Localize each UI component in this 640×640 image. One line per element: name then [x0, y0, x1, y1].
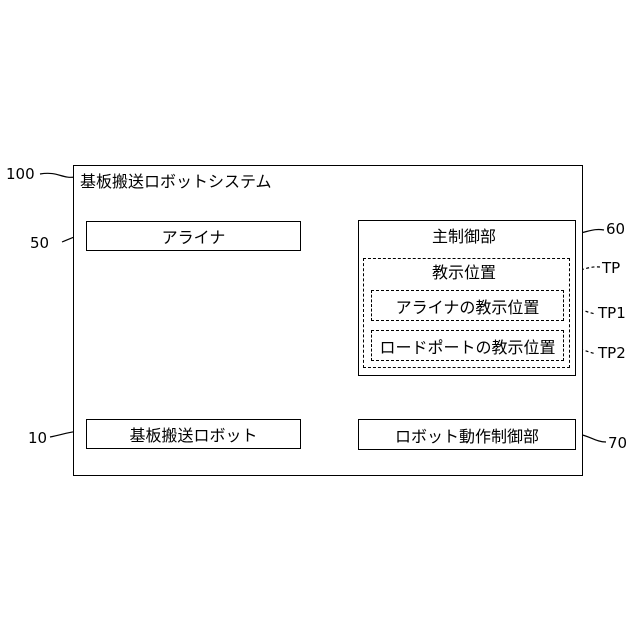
- robot-block: 基板搬送ロボット: [86, 419, 301, 449]
- aligner-teaching-block: アライナの教示位置: [371, 290, 564, 321]
- ref-tp1: TP1: [598, 306, 626, 321]
- robot-controller-label: ロボット動作制御部: [395, 423, 539, 447]
- loadport-teaching-block: ロードポートの教示位置: [371, 330, 564, 361]
- loadport-teaching-label: ロードポートの教示位置: [379, 334, 555, 358]
- robot-controller-block: ロボット動作制御部: [358, 419, 576, 450]
- ref-100: 100: [6, 167, 35, 182]
- ref-70: 70: [608, 436, 627, 451]
- aligner-label: アライナ: [162, 224, 226, 248]
- leader-100: [40, 173, 75, 177]
- ref-tp: TP: [602, 261, 620, 276]
- aligner-teaching-label: アライナの教示位置: [396, 294, 540, 318]
- aligner-block: アライナ: [86, 221, 301, 251]
- ref-10: 10: [28, 431, 47, 446]
- robot-label: 基板搬送ロボット: [129, 422, 257, 446]
- teaching-position-label: 教示位置: [432, 265, 496, 281]
- ref-60: 60: [606, 222, 625, 237]
- main-controller-label: 主制御部: [432, 229, 496, 245]
- system-title: 基板搬送ロボットシステム: [80, 174, 272, 190]
- ref-tp2: TP2: [598, 346, 626, 361]
- ref-50: 50: [30, 236, 49, 251]
